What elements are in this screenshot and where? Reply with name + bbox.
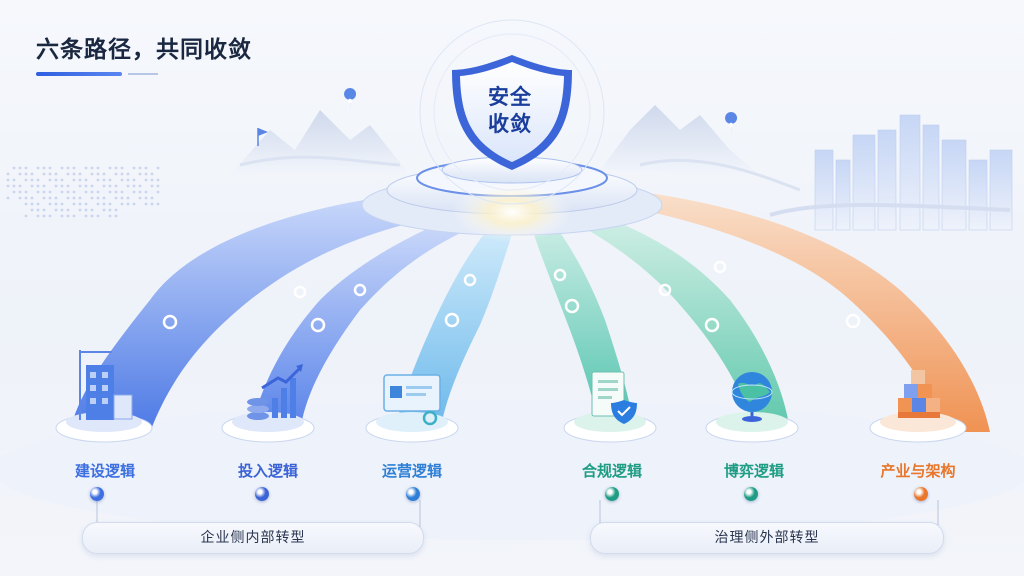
map-pin-icon [725,112,738,136]
path-ribbon-industry [590,188,990,432]
map-pin-icon [344,88,357,112]
path-marker-dot [744,487,758,501]
pedestals [55,350,967,443]
path-ribbon-construction [70,190,470,432]
checklist-shield-icon [563,371,657,443]
dashboard-screen-icon [365,374,459,443]
path-ribbon-investment [250,210,490,432]
building-construction-icon [55,350,153,443]
path-label-3: 运营逻辑 [381,462,442,480]
path-label-2: 投入逻辑 [237,462,298,480]
path-label-5: 博弈逻辑 [723,462,784,480]
path-marker-dot [90,487,104,501]
path-marker-dot [914,487,928,501]
group-governance-external: 治理侧外部转型 [590,522,944,554]
shield-label-line2: 收敛 [488,112,532,136]
title-underline [36,72,158,76]
path-label-1: 建设逻辑 [74,462,135,480]
shield-icon [419,19,605,205]
path-marker-dot [406,487,420,501]
path-marker-dot [605,487,619,501]
path-label-6: 产业与架构 [880,462,956,480]
globe-icon [705,372,799,443]
bridge-road [769,203,1011,217]
mountain-scenery [230,105,801,192]
central-platform [361,156,663,242]
ribbon-nodes [162,260,861,333]
shield-label-line1: 安全 [488,85,532,109]
group-enterprise-internal: 企业侧内部转型 [82,522,424,554]
world-map-dots [6,166,160,218]
path-ribbon-game [560,208,790,432]
shield-label: 安全 收敛 [470,84,550,138]
path-marker-dot [255,487,269,501]
path-label-4: 合规逻辑 [581,462,642,480]
stacked-boxes-icon [869,370,967,443]
coin-stack-growth-chart-icon [221,364,315,443]
city-skyline [814,114,1013,231]
page-title: 六条路径，共同收敛 [36,37,252,63]
flag-icon [257,128,268,146]
